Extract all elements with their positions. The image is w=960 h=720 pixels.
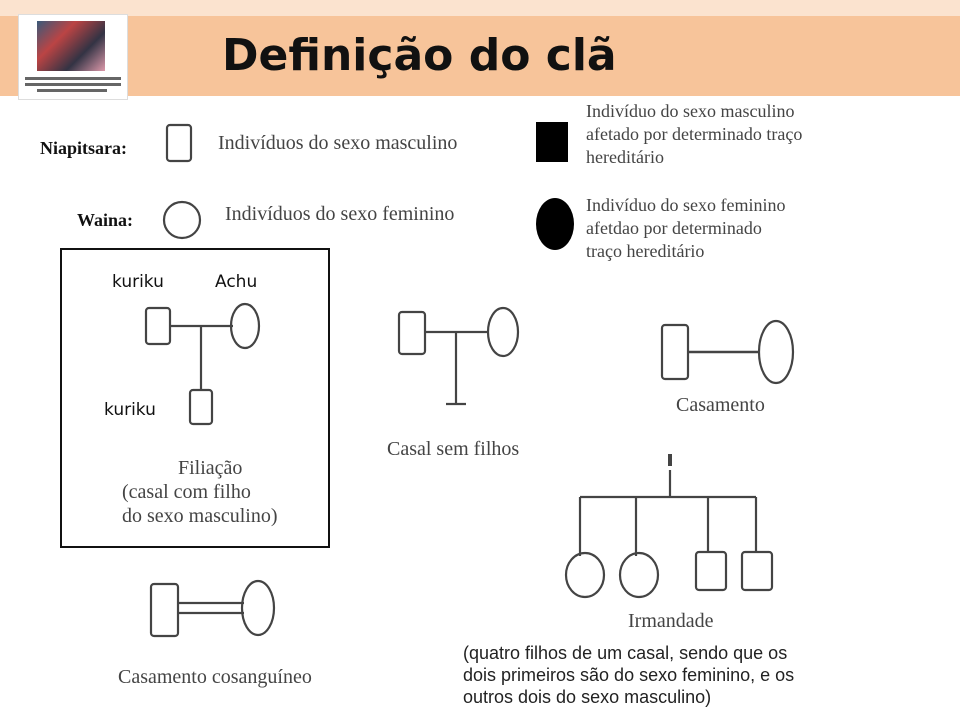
filiacao-son-symbol bbox=[188, 388, 214, 426]
logo bbox=[18, 14, 128, 100]
sibling-male-1-symbol bbox=[694, 550, 728, 592]
mother-label: Achu bbox=[215, 272, 258, 292]
sibling-male-2-symbol bbox=[740, 550, 774, 592]
male-description: Indivíduos do sexo masculino bbox=[218, 132, 458, 154]
female-symbol bbox=[162, 200, 202, 240]
marriage-wife-symbol bbox=[757, 319, 795, 385]
sibling-female-2-symbol bbox=[618, 551, 660, 599]
affected-female-description: Indivíduo do sexo feminino afetdao por d… bbox=[586, 195, 786, 261]
header-top-strip bbox=[0, 0, 960, 16]
affected-female-symbol bbox=[536, 198, 574, 250]
male-symbol bbox=[165, 123, 193, 163]
affected-male-description: Indivíduo do sexo masculino afetado por … bbox=[586, 101, 803, 167]
childless-father-symbol bbox=[397, 310, 427, 356]
affected-male-symbol bbox=[536, 122, 568, 162]
page-title: Definição do clã bbox=[222, 30, 617, 81]
filiacao-frame bbox=[60, 248, 330, 548]
marriage-husband-symbol bbox=[660, 323, 690, 381]
filiacao-caption: Filiação (casal com filho do sexo mascul… bbox=[122, 457, 278, 527]
waina-label: Waina: bbox=[77, 210, 134, 230]
consanguineous-wife-symbol bbox=[240, 579, 276, 637]
female-description: Indivíduos do sexo feminino bbox=[225, 203, 455, 225]
filiacao-mother-symbol bbox=[229, 302, 261, 350]
father-label: kuriku bbox=[112, 272, 164, 292]
consanguineous-husband-symbol bbox=[149, 582, 180, 638]
header-band bbox=[0, 0, 960, 96]
niapitsara-label: Niapitsara: bbox=[40, 138, 127, 158]
logo-image bbox=[37, 21, 105, 71]
marriage-caption: Casamento bbox=[676, 394, 765, 416]
consanguineous-caption: Casamento cosanguíneo bbox=[118, 666, 312, 688]
childless-mother-symbol bbox=[486, 306, 520, 358]
childless-caption: Casal sem filhos bbox=[387, 438, 520, 460]
sibling-female-1-symbol bbox=[564, 551, 606, 599]
son-label: kuriku bbox=[104, 400, 156, 420]
siblings-caption: Irmandade bbox=[628, 610, 714, 632]
siblings-note: (quatro filhos de um casal, sendo que os… bbox=[463, 643, 795, 707]
